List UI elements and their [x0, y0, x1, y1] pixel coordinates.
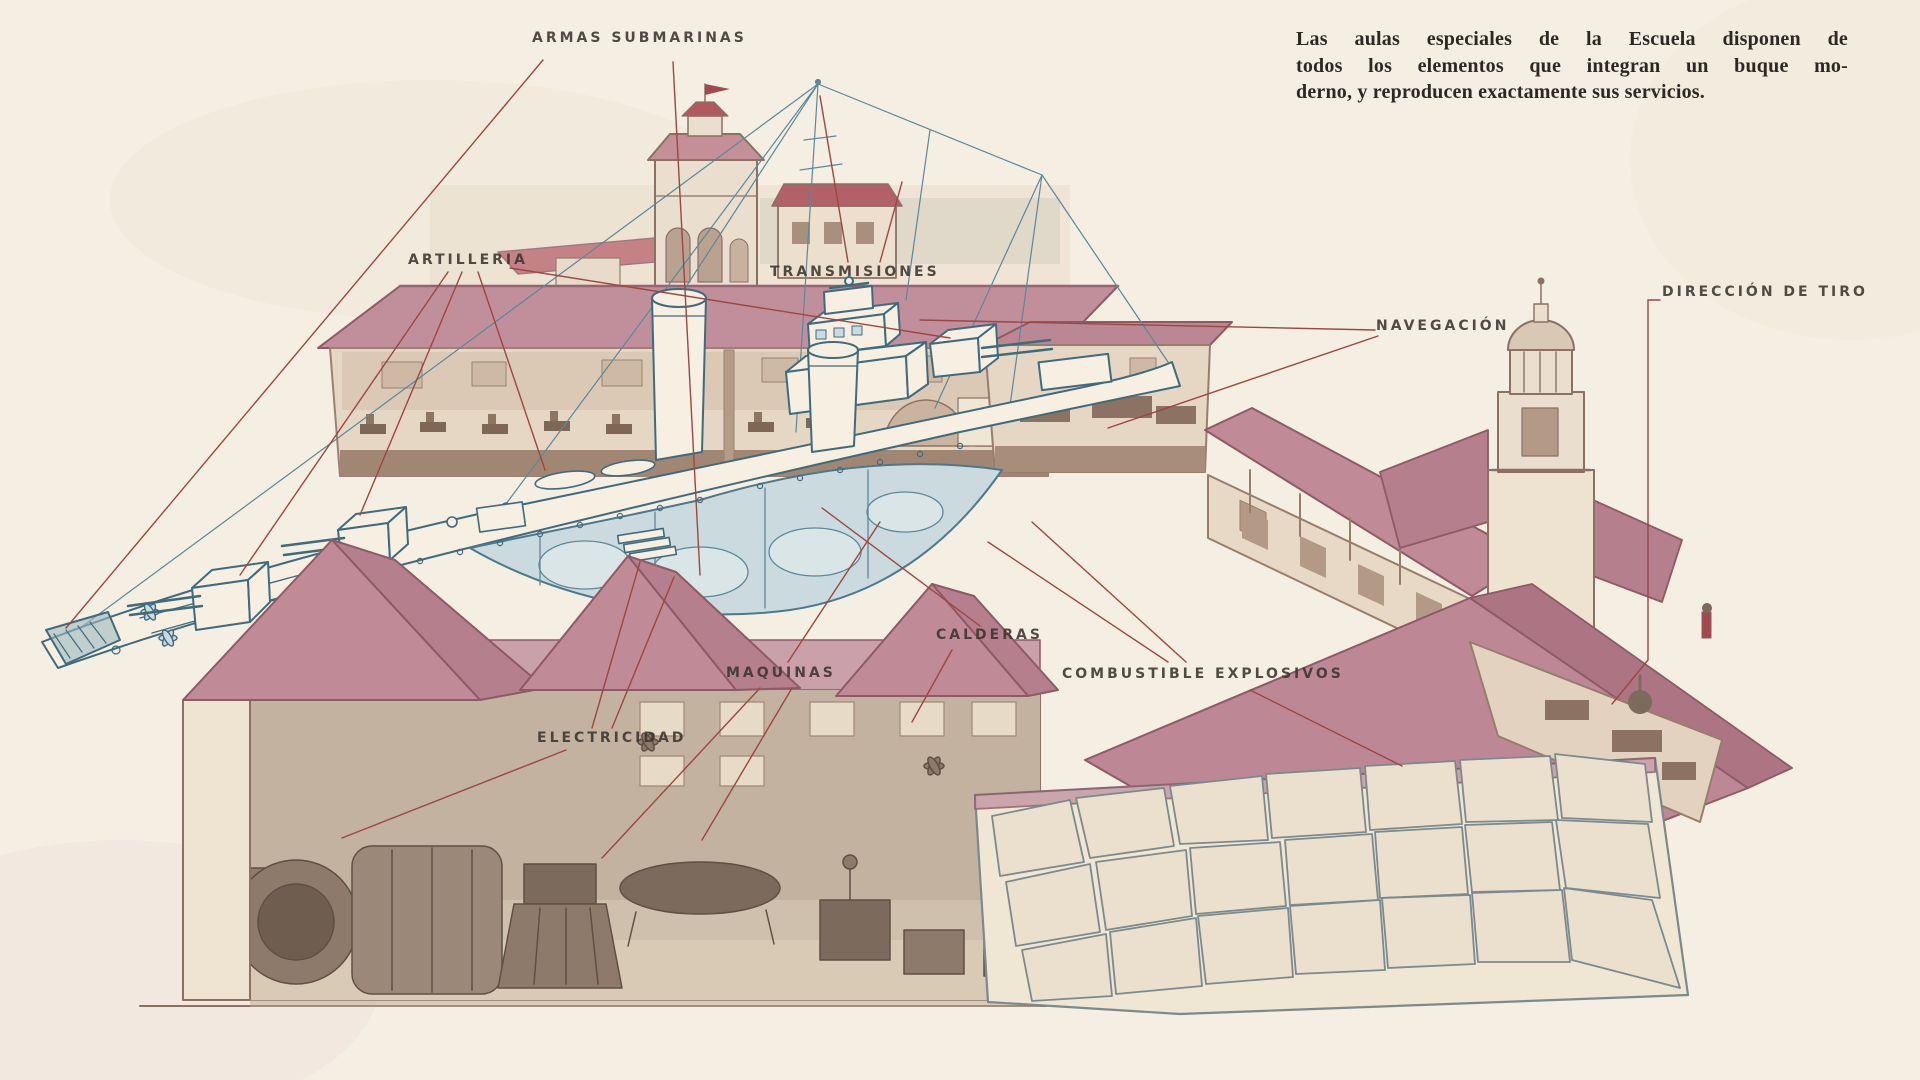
- intro-line: derno, y reproducen exactamente sus serv…: [1296, 81, 1705, 104]
- intro-line: todos los elementos que integran un buqu…: [1296, 54, 1848, 77]
- label-electricidad: ELECTRICIDAD: [537, 730, 687, 746]
- intro-text: Las aulas especiales de la Escuela dispo…: [1296, 26, 1848, 106]
- label-artilleria: ARTILLERIA: [408, 252, 528, 268]
- stone-wall: [973, 753, 1690, 1016]
- label-navegacion: NAVEGACIÓN: [1376, 318, 1510, 334]
- fire-direction-room: [1469, 641, 1723, 823]
- workshop-building: [139, 539, 1059, 1007]
- label-transmisiones: TRANSMISIONES: [770, 264, 940, 280]
- label-combustible-explosivos: COMBUSTIBLE EXPLOSIVOS: [1062, 666, 1344, 682]
- label-armas-submarinas: ARMAS SUBMARINAS: [532, 30, 747, 46]
- label-maquinas: MAQUINAS: [726, 665, 836, 681]
- intro-line: Las aulas especiales de la Escuela dispo…: [1296, 28, 1848, 50]
- label-calderas: CALDERAS: [936, 627, 1043, 643]
- leader-lines: [65, 59, 1661, 859]
- label-direccion-de-tiro: DIRECCIÓN DE TIRO: [1662, 284, 1868, 300]
